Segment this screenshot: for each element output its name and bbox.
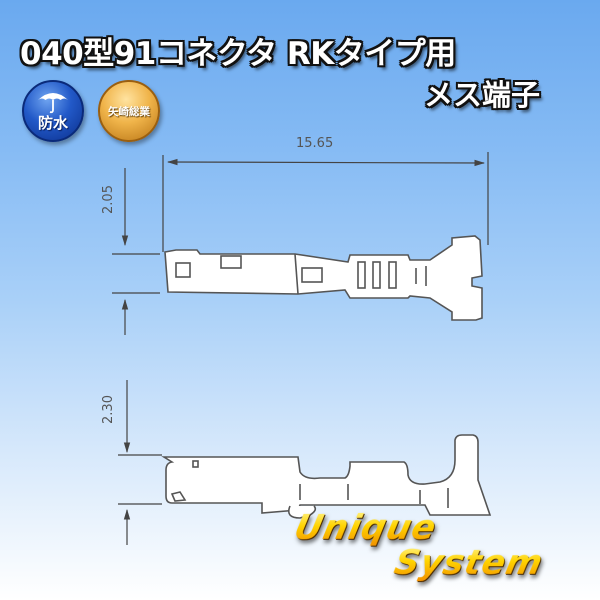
product-subtitle: メス端子 xyxy=(423,78,540,112)
side-height-dimension-label: 2.30 xyxy=(100,395,116,424)
yazaki-badge: 矢崎総業 xyxy=(98,80,160,142)
length-dimension-label: 15.65 xyxy=(296,136,334,151)
top-height-dimension-label: 2.05 xyxy=(100,185,116,214)
waterproof-badge: 防水 xyxy=(22,80,84,142)
brand-logo-line2: System xyxy=(390,543,547,583)
yazaki-label: 矢崎総業 xyxy=(108,105,150,118)
product-title: 040型91コネクタ RKタイプ用 xyxy=(20,36,456,72)
brand-logo-line1: Unique xyxy=(290,508,441,548)
terminal-top-view xyxy=(164,235,483,321)
terminal-side-view xyxy=(161,434,492,519)
waterproof-label: 防水 xyxy=(37,113,68,132)
umbrella-icon xyxy=(38,92,68,113)
